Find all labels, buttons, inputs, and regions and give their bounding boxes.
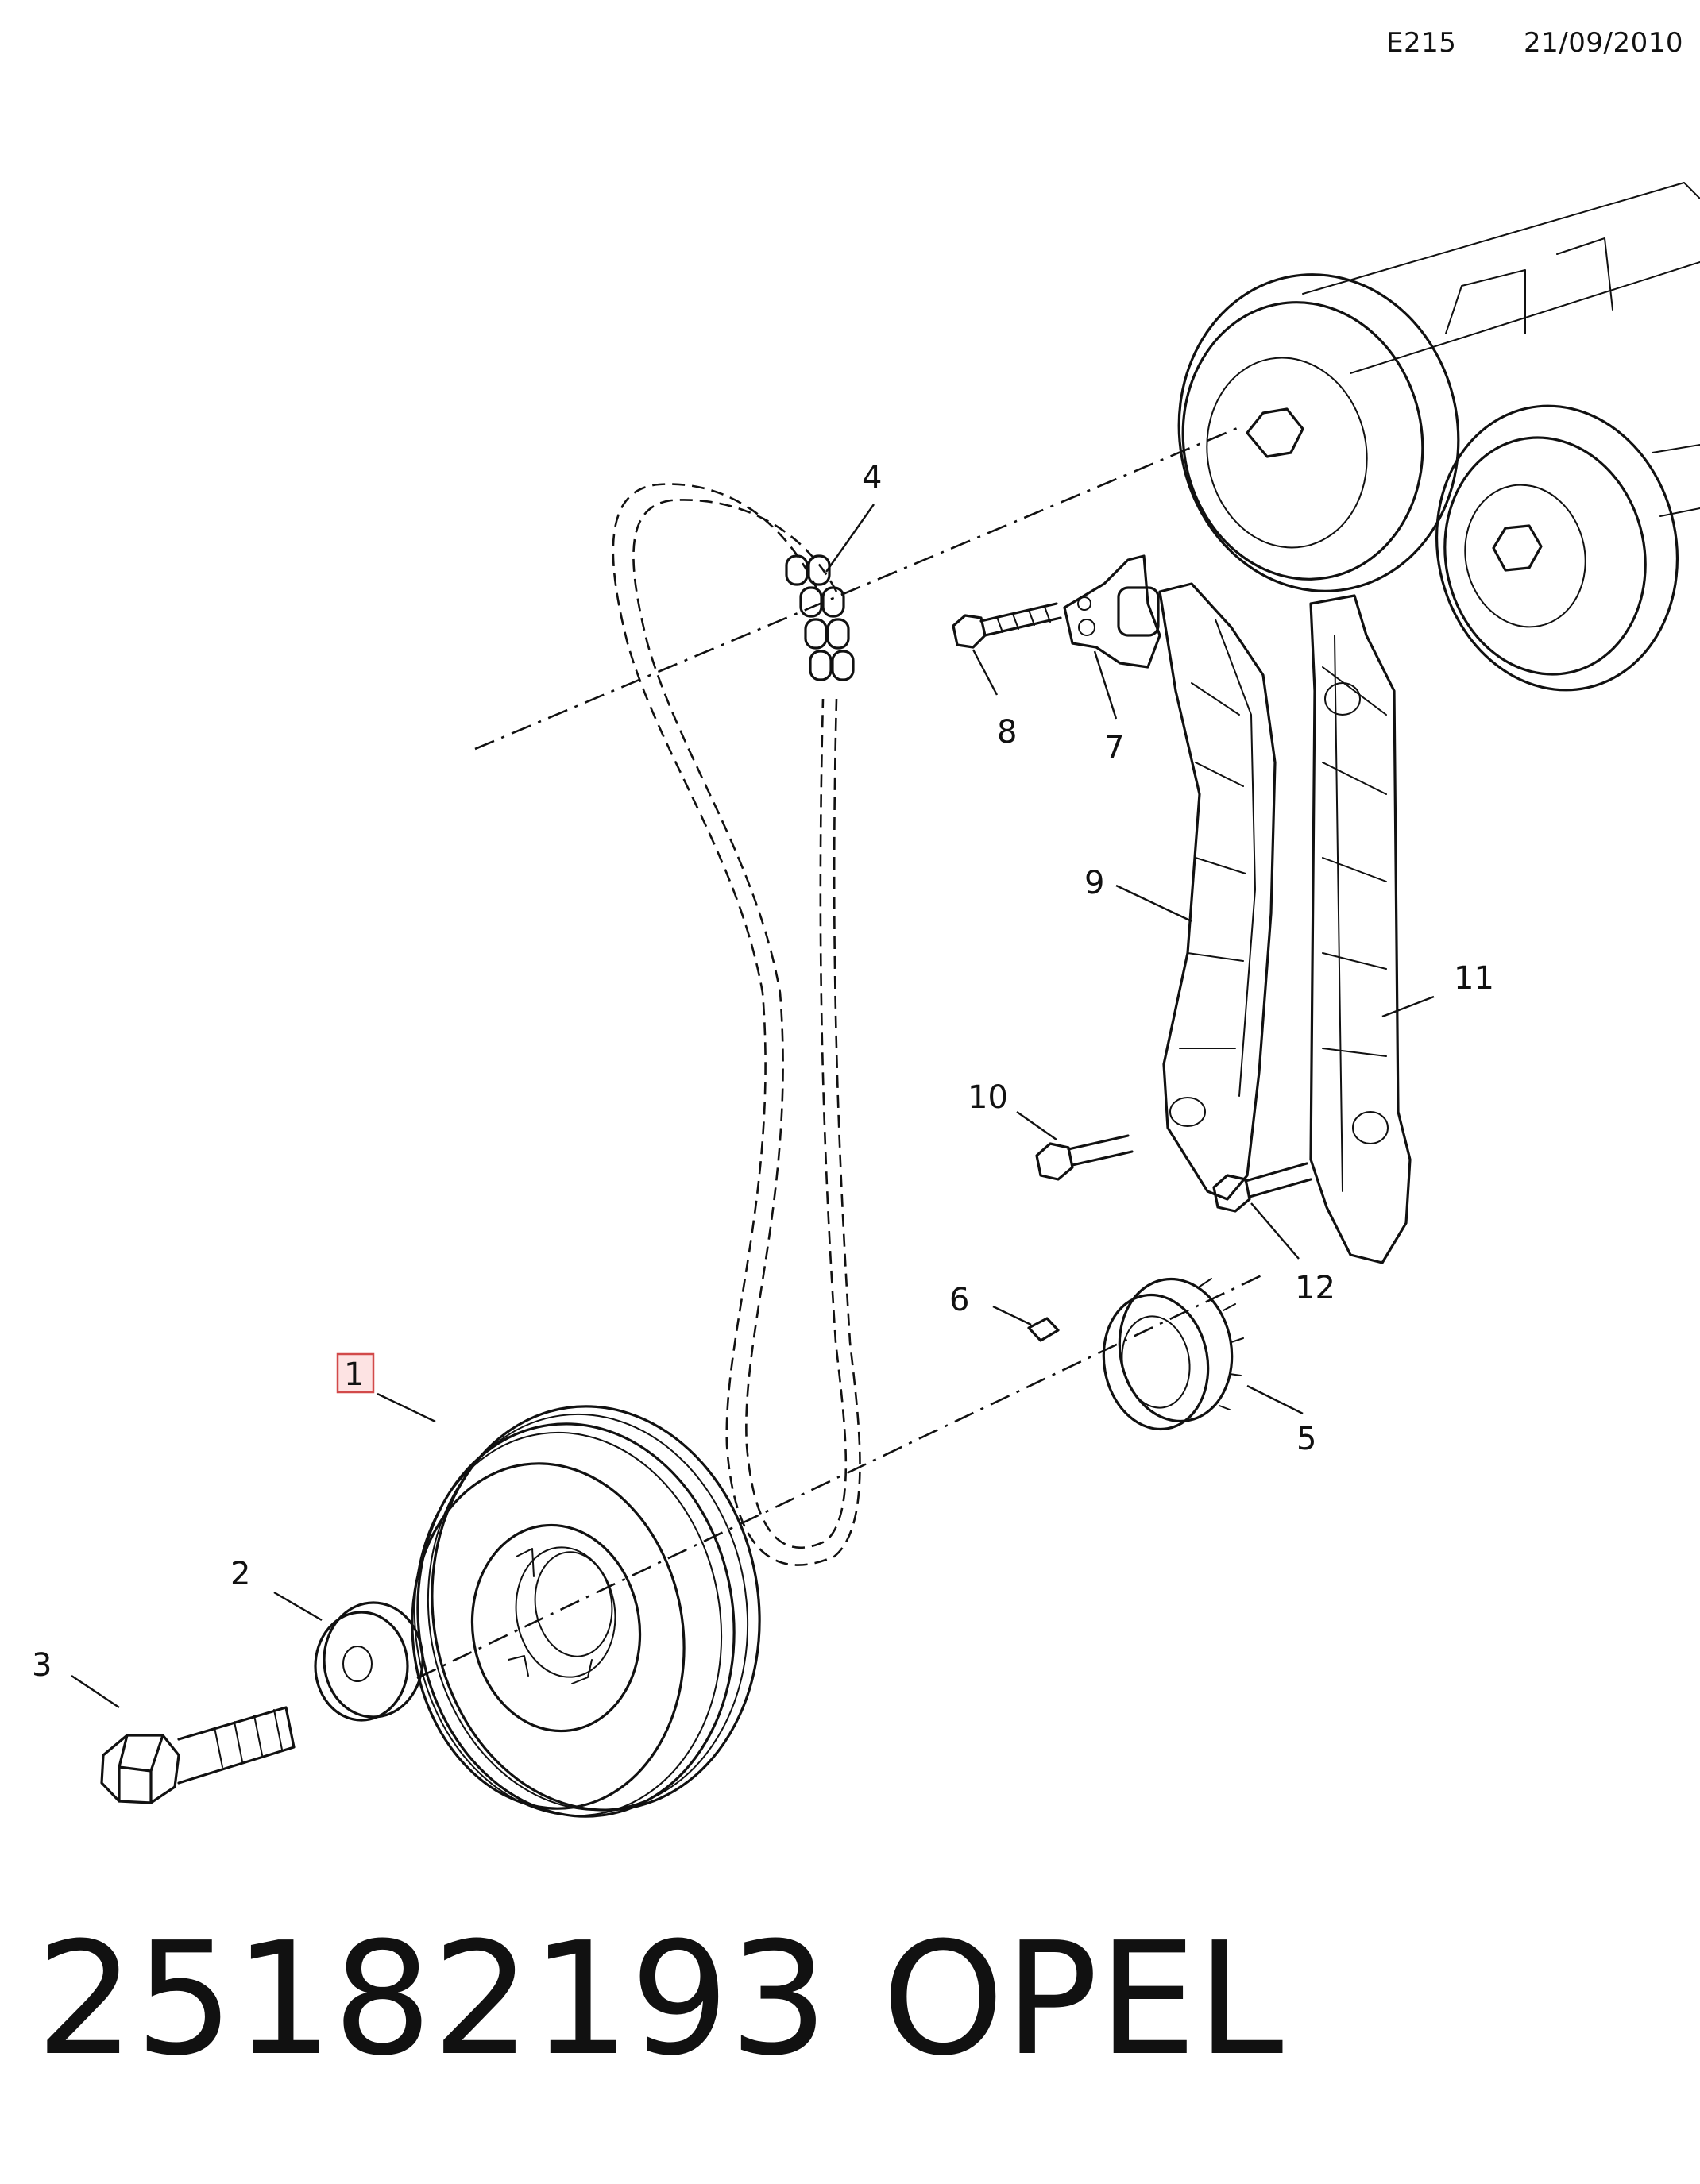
callout-6[interactable]: 6	[949, 1282, 969, 1318]
tensioner-guide-rail	[1158, 582, 1277, 1201]
crankshaft-sprocket	[1102, 1277, 1244, 1431]
fixed-chain-guide	[1309, 594, 1412, 1264]
callout-10[interactable]: 10	[968, 1079, 1008, 1116]
guide-bolt-12	[1212, 1162, 1312, 1213]
timing-chain-loop	[612, 483, 861, 1566]
crankshaft-axis-line	[416, 1273, 1264, 1680]
diagram-date: 21/09/2010	[1524, 27, 1683, 59]
callout-7[interactable]: 7	[1104, 730, 1124, 766]
timing-chain-loop-inner	[632, 499, 848, 1549]
timing-chain-segment	[785, 554, 855, 681]
callout-8[interactable]: 8	[997, 714, 1017, 751]
part-number: 25182193	[36, 1909, 829, 2090]
pulley-washer	[314, 1601, 424, 1722]
tensioner-bolt	[952, 602, 1062, 649]
brand-name: OPEL	[882, 1909, 1284, 2090]
callout-1[interactable]: 1	[344, 1356, 364, 1393]
callout-9[interactable]: 9	[1084, 865, 1104, 901]
callout-5[interactable]: 5	[1296, 1421, 1316, 1457]
crankshaft-pulley	[411, 1405, 761, 1818]
callout-11[interactable]: 11	[1454, 960, 1494, 997]
camshaft-assembly	[1177, 182, 1700, 692]
callout-2[interactable]: 2	[230, 1556, 250, 1592]
camshaft-axis-line	[474, 426, 1240, 751]
guide-bolt-10	[1035, 1134, 1134, 1181]
woodruff-key	[1027, 1317, 1060, 1342]
chain-tensioner	[1063, 554, 1161, 669]
callout-12[interactable]: 12	[1295, 1270, 1335, 1306]
crankshaft-bolt	[100, 1706, 296, 1804]
callout-1-highlight-box	[336, 1352, 375, 1394]
diagram-code: E215	[1386, 27, 1457, 59]
callout-4[interactable]: 4	[862, 460, 882, 496]
callout-3[interactable]: 3	[32, 1647, 52, 1684]
leader-lines	[71, 504, 1435, 1708]
